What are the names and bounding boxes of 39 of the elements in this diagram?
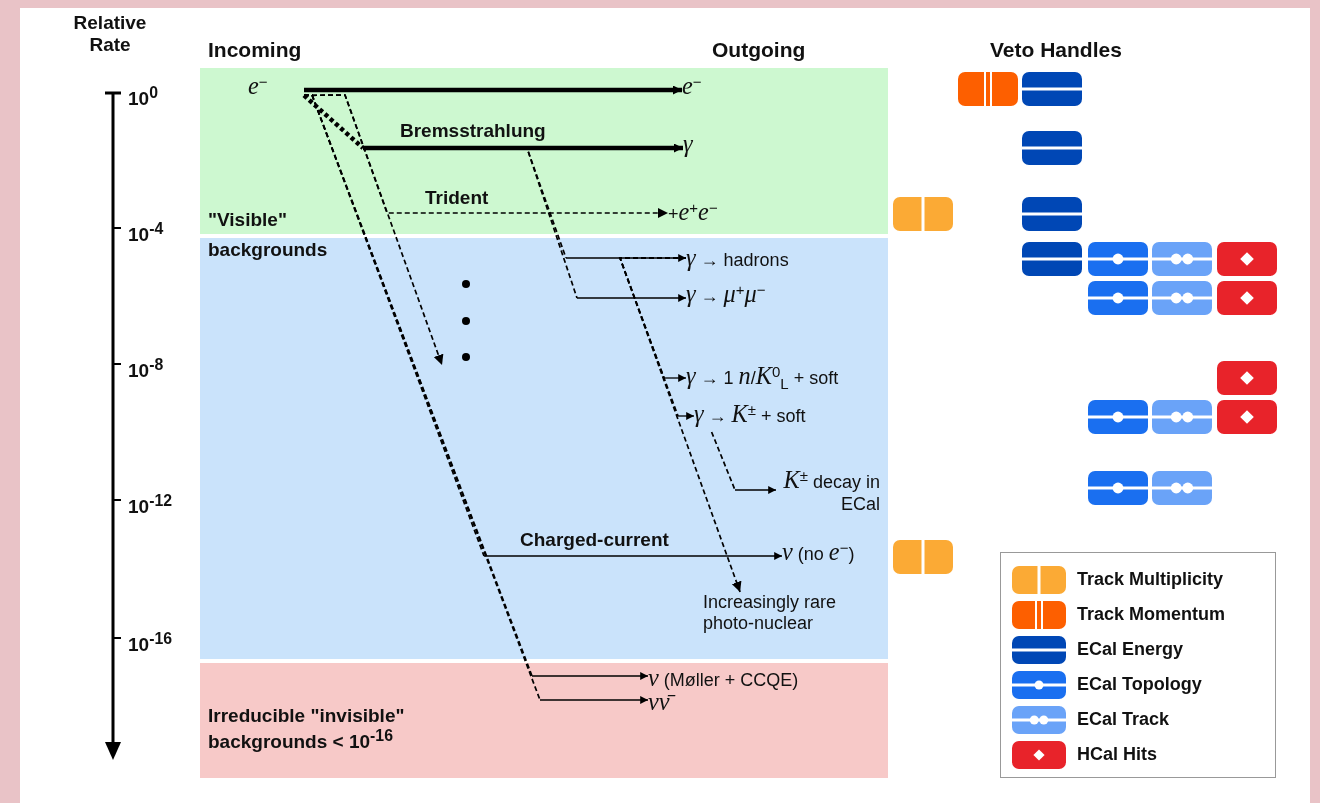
edge-label: Charged-current [520, 529, 669, 551]
band-caption: "Visible" backgrounds [208, 208, 329, 262]
legend-label: ECal Topology [1077, 674, 1202, 695]
background-band [200, 238, 888, 659]
axis-title: Relative Rate [72, 12, 148, 56]
particle-label: γ → 1 n/K$^{0}$$_{L}$ + soft [686, 362, 886, 394]
background-band [200, 663, 888, 778]
legend-label: Track Momentum [1077, 604, 1226, 625]
tick-label: 10$^{-8}$ [128, 356, 164, 383]
tick-label: 10$^{-4}$ [128, 220, 164, 247]
tick-label: 10$^{-16}$ [128, 630, 173, 657]
band-caption: Irreducible "invisible" backgrounds < 10$^{-16}$ [208, 705, 406, 753]
column-heading: Incoming [208, 38, 302, 63]
particle-label: e$^{−}$ [248, 72, 304, 108]
column-heading: Veto Handles [990, 38, 1122, 63]
legend-label: ECal Track [1077, 709, 1170, 730]
particle-label: γ → μ$^{+}$μ$^{−}$ [686, 280, 836, 316]
particle-label: Increasingly rare photo-nuclear [703, 592, 873, 636]
arrow [618, 257, 742, 593]
arrow [304, 85, 682, 95]
legend-label: ECal Energy [1077, 639, 1184, 660]
tick-label: 10$^{-12}$ [128, 492, 173, 519]
particle-label: γ → K$^{±}$ + soft [694, 400, 854, 432]
particle-label: ν (no e$^{−}$) [782, 538, 886, 574]
edge-label: Trident [425, 187, 489, 209]
particle-label: e$^{−}$ [682, 72, 732, 108]
tick-label: 10$^{0}$ [128, 84, 158, 111]
legend-label: Track Multiplicity [1077, 569, 1224, 590]
particle-label: ν (Møller + CCQE) [648, 664, 838, 688]
particle-label: +e$^{+}$e$^{−}$ [668, 198, 760, 228]
legend-label: HCal Hits [1077, 744, 1157, 765]
arrow [302, 93, 683, 153]
arrow [710, 431, 777, 494]
particle-label: γ → hadrons [686, 244, 821, 272]
edge-label: Bremsstrahlung [400, 120, 546, 142]
background-band [200, 68, 888, 234]
column-heading: Outgoing [712, 38, 806, 63]
particle-label: γ [683, 130, 723, 166]
particle-label: K$^{±}$ decay in ECal [776, 466, 880, 514]
